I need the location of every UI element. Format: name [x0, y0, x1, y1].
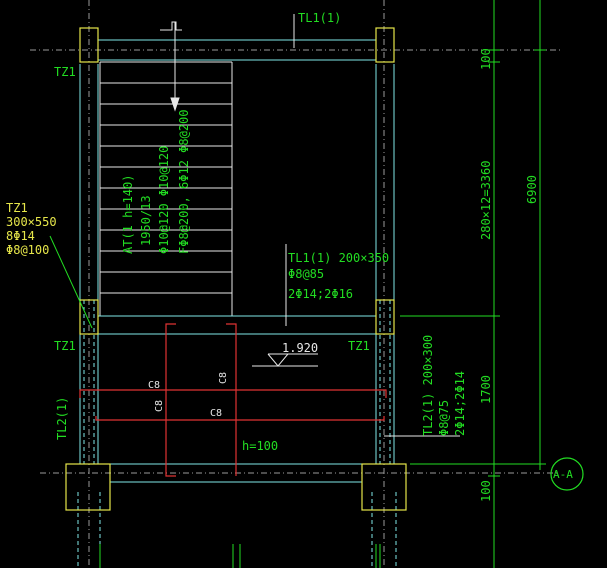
label-tl2-left: TL2(1)	[55, 397, 69, 440]
dim-1700: 1700	[479, 375, 493, 404]
label-tz1-top-left: TZ1	[54, 65, 76, 79]
column-tz1-top-left	[79, 27, 99, 63]
c8-label: C8	[148, 380, 160, 391]
stair-note-3: Φ10@120 Φ10@120	[157, 146, 171, 254]
stair-note-1: AT(1 h=140)	[121, 175, 135, 254]
slab-rebar	[79, 323, 387, 477]
arrow-head	[170, 97, 180, 112]
note-tl2-right-title: TL2(1) 200×300	[421, 335, 435, 436]
elevation-value: 1.920	[282, 341, 318, 355]
column-tz1-top-right	[375, 27, 395, 63]
rebar-vertical-left	[165, 323, 176, 477]
dim-100-bottom: 100	[479, 480, 493, 502]
footing-left	[65, 463, 111, 511]
stair-note-4: FΦ8@200, 6Φ12 Φ8@200	[177, 110, 191, 255]
section-mark-label: A-A	[553, 468, 573, 481]
leader-tz1-note	[49, 235, 93, 329]
break-mark	[160, 21, 182, 31]
section-mark-circle	[550, 457, 584, 491]
column-tz1-mid-right	[375, 299, 395, 335]
note-tz1-rebar: 8Φ14	[6, 229, 35, 243]
dim-100-top: 100	[479, 48, 493, 70]
c8-label: C8	[210, 408, 222, 419]
note-tl2-right-stirrup: Φ8@75	[437, 400, 451, 436]
dim-total: 6900	[525, 175, 539, 204]
note-tz1-stirrup: Φ8@100	[6, 243, 49, 257]
note-tz1-title: TZ1	[6, 201, 28, 215]
h100-label: h=100	[242, 439, 278, 453]
footing-right	[361, 463, 407, 511]
c8-label: C8	[154, 400, 165, 412]
stair-note-2: 1950/13	[139, 195, 153, 246]
c8-label: C8	[218, 372, 229, 384]
leaders	[49, 14, 460, 437]
note-tl1-mid-rebar: 2Φ14;2Φ16	[288, 287, 353, 301]
elevation-triangle	[267, 353, 290, 367]
dimensions	[99, 0, 546, 568]
note-tl1-mid-title: TL1(1) 200×350	[288, 251, 389, 265]
label-tz1-mid-left: TZ1	[54, 339, 76, 353]
text-labels: TL1(1) TZ1 TZ1 TZ1 TZ1 300×550 8Φ14 Φ8@1…	[6, 11, 573, 502]
column-tz1-mid-left	[79, 299, 99, 335]
note-tz1-size: 300×550	[6, 215, 57, 229]
label-tl1-top: TL1(1)	[298, 11, 341, 25]
stair-arrow	[160, 21, 182, 112]
note-tl2-right-rebar: 2Φ14;2Φ14	[453, 371, 467, 436]
rebar-horizontal-bottom	[95, 416, 385, 421]
label-tz1-mid-right: TZ1	[348, 339, 370, 353]
rebar-vertical-right	[226, 323, 237, 476]
stair-treads	[99, 61, 233, 316]
note-tl1-mid-stirrup: Φ8@85	[288, 267, 324, 281]
dim-run: 280×12=3360	[479, 161, 493, 240]
columns	[65, 27, 407, 511]
rebar-horizontal-top	[79, 389, 387, 398]
axis-lines	[30, 0, 560, 568]
